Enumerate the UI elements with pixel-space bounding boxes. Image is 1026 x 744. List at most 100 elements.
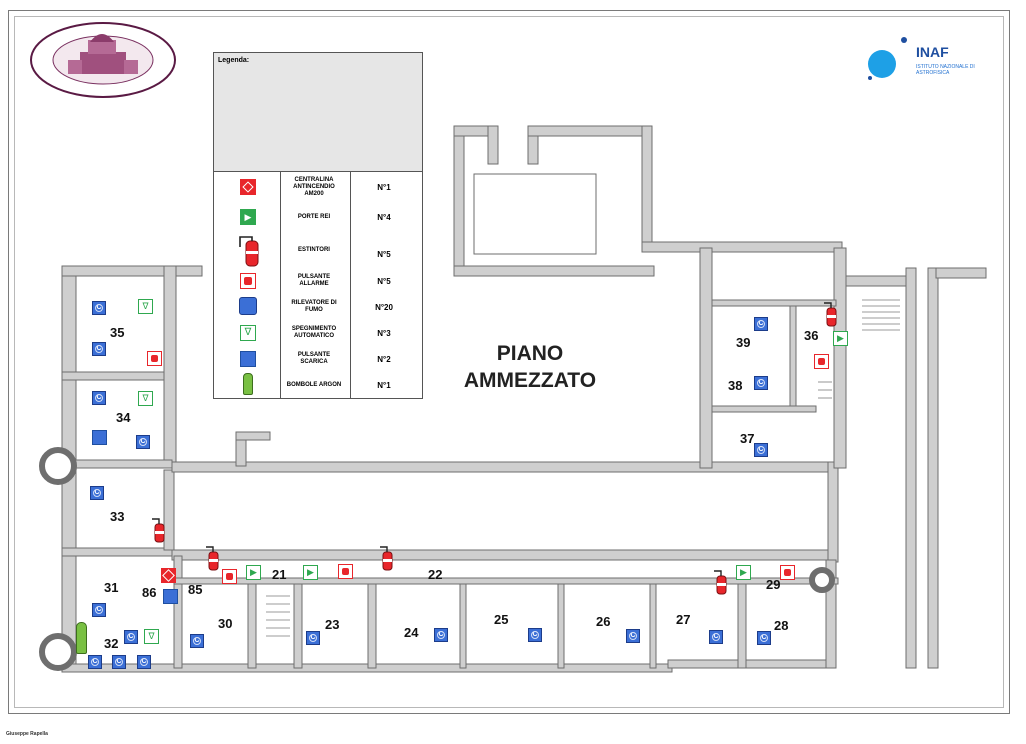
smoke-detector-icon: C <box>626 629 640 643</box>
plan-title-line2: AMMEZZATO <box>463 369 597 392</box>
legend-panel: Legenda: CENTRALINA ANTINCENDIO AM200 N°… <box>213 52 423 399</box>
smoke-detector-icon: C <box>92 301 106 315</box>
legend-count: N°20 <box>375 302 393 312</box>
legend-count: N°1 <box>377 182 391 192</box>
wall <box>247 579 257 669</box>
legend-label: PORTE REI <box>297 213 331 220</box>
auto-extinguish-icon: ∇ <box>240 325 256 341</box>
room-number: 34 <box>116 410 131 425</box>
room-number: 28 <box>774 618 789 633</box>
room-number: 31 <box>104 580 119 595</box>
wall <box>905 267 917 669</box>
legend-header: Legenda: <box>214 53 422 172</box>
wall <box>61 265 203 277</box>
extinguisher-icon <box>714 570 727 595</box>
round-tower <box>39 633 77 671</box>
discharge-button-icon <box>163 589 178 604</box>
wall <box>367 579 377 669</box>
room-number: 86 <box>142 585 157 600</box>
legend-item: PULSANTE ALLARME N°5 <box>214 267 422 295</box>
fire-door-icon: ▶ <box>736 565 751 580</box>
smoke-detector-icon: C <box>306 631 320 645</box>
legend-label: ESTINTORI <box>298 246 330 253</box>
round-tower <box>39 447 77 485</box>
fire-panel-icon <box>240 179 256 195</box>
wall <box>699 247 713 469</box>
legend-item: ▶ PORTE REI N°4 <box>214 203 422 231</box>
legend-count: N°4 <box>377 212 391 222</box>
smoke-detector-icon: C <box>190 634 204 648</box>
smoke-detector-icon: C <box>92 603 106 617</box>
alarm-button-icon <box>338 564 353 579</box>
alarm-button-icon <box>147 351 162 366</box>
wall <box>171 461 833 473</box>
auto-extinguish-icon: ∇ <box>144 629 159 644</box>
room-number: 35 <box>110 325 125 340</box>
wall <box>649 579 657 669</box>
wall <box>453 265 655 277</box>
auto-extinguish-icon: ∇ <box>138 391 153 406</box>
alarm-button-icon <box>780 565 795 580</box>
legend-item: BOMBOLE ARGON N°1 <box>214 371 422 399</box>
wall <box>293 579 303 669</box>
alarm-button-icon <box>814 354 829 369</box>
footer-author: Giuseppe Rapella <box>6 731 48 737</box>
legend-label: CENTRALINA ANTINCENDIO AM200 <box>293 176 335 197</box>
wall <box>825 559 837 669</box>
room-number: 33 <box>110 509 125 524</box>
legend-title: Legenda: <box>218 57 250 64</box>
wall <box>61 371 165 381</box>
legend-divider <box>350 171 351 398</box>
smoke-detector-icon: C <box>90 486 104 500</box>
courtyard <box>473 173 597 255</box>
legend-item: RILEVATORE DI FUMO N°20 <box>214 293 422 321</box>
wall <box>711 299 837 307</box>
smoke-detector-icon: C <box>124 630 138 644</box>
discharge-button-icon <box>240 351 256 367</box>
room-number: 24 <box>404 625 419 640</box>
wall <box>171 549 833 561</box>
wall <box>641 125 653 251</box>
wall <box>641 241 843 253</box>
room-number: 25 <box>494 612 509 627</box>
legend-item: ESTINTORI N°5 <box>214 233 422 267</box>
wall <box>61 663 673 673</box>
extinguisher-icon <box>824 302 837 327</box>
wall <box>61 459 173 469</box>
room-number: 29 <box>766 577 781 592</box>
legend-label: SPEGNIMENTO AUTOMATICO <box>291 326 337 339</box>
wall <box>163 265 177 463</box>
smoke-detector-icon: C <box>754 443 768 457</box>
room-number: 30 <box>218 616 233 631</box>
alarm-button-icon <box>222 569 237 584</box>
room-number: 32 <box>104 636 119 651</box>
wall <box>487 125 499 165</box>
room-number: 21 <box>272 567 287 582</box>
wall <box>827 461 839 563</box>
fire-door-icon: ▶ <box>240 209 256 225</box>
legend-item: CENTRALINA ANTINCENDIO AM200 N°1 <box>214 173 422 201</box>
extinguisher-icon <box>380 546 393 571</box>
extinguisher-icon <box>206 546 219 571</box>
page-border <box>8 10 1010 714</box>
room-number: 26 <box>596 614 611 629</box>
inaf-subtitle: ISTITUTO NAZIONALE DI ASTROFISICA <box>916 64 975 76</box>
inaf-wordmark: INAF <box>916 44 949 60</box>
legend-count: N°5 <box>377 249 391 259</box>
smoke-detector-icon: C <box>88 655 102 669</box>
smoke-detector-icon: C <box>757 631 771 645</box>
smoke-detector-icon: C <box>92 391 106 405</box>
smoke-detector-icon: C <box>136 435 150 449</box>
room-number: 23 <box>325 617 340 632</box>
wall <box>173 555 183 669</box>
wall <box>557 579 565 669</box>
plan-title-line1: PIANO <box>496 342 564 365</box>
wall <box>833 247 847 469</box>
spiral-stair <box>809 567 835 593</box>
room-number: 27 <box>676 612 691 627</box>
wall <box>927 267 939 669</box>
room-number: 39 <box>736 335 751 350</box>
room-number: 85 <box>188 582 203 597</box>
legend-divider <box>280 171 281 398</box>
legend-count: N°3 <box>377 328 391 338</box>
